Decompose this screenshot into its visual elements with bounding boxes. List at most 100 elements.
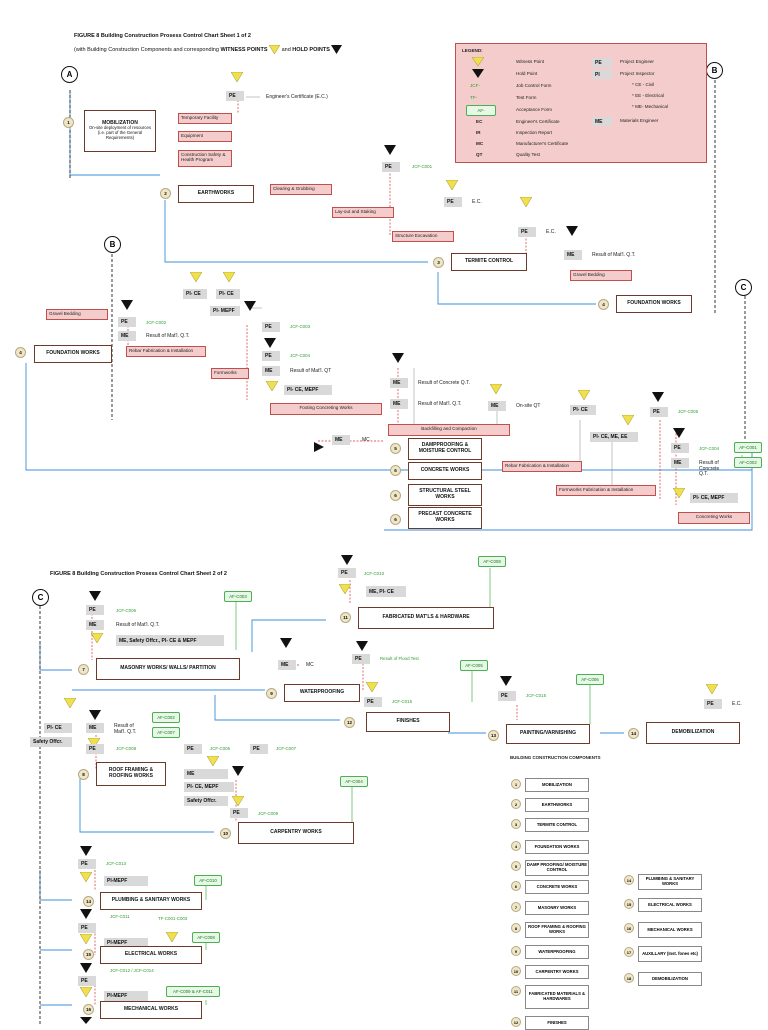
witness-point-icon [80,872,92,882]
pe-electrical: PE [78,923,96,933]
component-number: 3 [511,819,521,829]
me-backfill: ME [390,399,408,409]
hold-point-icon [472,69,484,78]
result-backfill: Result of Mat'l. Q.T. [418,401,462,407]
witness-point-icon [190,272,202,282]
af-c001: AF-C001 [734,442,762,453]
legend-title: LEGEND: [462,48,483,53]
subtitle-wp: WITNESS POINTS [220,46,268,53]
step-6c: 6 [390,514,401,525]
mechanical-box: MECHANICAL WORKS [100,1001,202,1019]
pe-painting: PE [498,691,516,701]
result-roof: Result of Mat'l. Q.T. [114,723,137,735]
legend-ir-abbr: IR [476,130,481,135]
pe-demob: PE [704,699,722,709]
fabricated-box: FABRICATED MAT'LS & HARDWARE [358,607,494,629]
af-c010: AF-C010 [194,875,222,886]
legend-witness: Witness Point [516,59,545,64]
pe-foundation: PE [118,317,136,327]
me-damp: ME [332,435,350,445]
step-14-demob: 14 [628,728,639,739]
carpentry-box: CARPENTRY WORKS [238,822,354,844]
witness-point-icon [207,756,219,766]
ec-note: Engineer's Certificate (E.C.) [266,94,328,100]
component-number: 12 [511,1017,521,1027]
me-onsite: ME [488,401,506,411]
component-item: 7 MASONRY WORKS [511,901,591,915]
result-foundation: Result of Mat'l. Q.T. [146,333,190,339]
structure-excavation: Structure Excavation [392,231,454,242]
hold-point-icon [500,676,512,686]
jcf-c007: JCF-C007 [276,746,297,751]
jcf-c003: JCF-C003 [290,324,311,329]
electrical-box: ELECTRICAL WORKS [100,946,202,964]
af-c006: AF-C006 [576,674,604,685]
ec-termite: E.C. [546,229,556,235]
legend-jcf: Job Control Form [516,83,552,88]
legend-hold: Hold Point [516,71,538,76]
witness-point-icon [706,684,718,694]
witness-point-icon [88,738,100,748]
masonry-box: MASONRY WORKS/ WALLS/ PARTITION [96,658,240,680]
step-6: 6 [390,465,401,476]
pi-ce-me-ee: PI- CE, ME, EE [590,432,638,442]
rebar-fab: Rebar Fabrication & Installation [126,346,206,357]
backfilling: Backfilling and Compaction [388,424,510,436]
foundation-box-right: FOUNDATION WORKS [616,295,692,313]
temporary-facility: Temporary Facility [178,113,232,124]
hold-point-icon [244,301,256,311]
pe-flood: PE [352,654,370,664]
pe-concrete: PE [650,407,668,417]
jcf-c011: JCF-C011 [110,914,130,919]
witness-point-icon [80,987,92,997]
me-roof: ME [86,723,104,733]
concreting-works: Concreting Works [678,512,750,524]
result-concrete-right: Result of Concrete Q.T. [699,460,720,477]
step-11: 11 [340,612,351,623]
legend-af: Acceptance Form [516,107,552,112]
witness-point-icon [91,633,103,643]
me-concrete-qt: ME [390,378,408,388]
jcf-c012: JCF-C012 / JCF-C014 [110,968,154,973]
concrete-box: CONCRETE WORKS [408,462,482,480]
legend-me: Materials Engineer [620,118,659,123]
witness-point-icon [622,415,634,425]
component-label: EARTHWORKS [525,798,589,812]
component-number: 7 [511,902,521,912]
pe-formworks: PE [262,322,280,332]
witness-point-icon [166,932,178,942]
legend-pi-abbr: PI [592,70,612,79]
mobilization-box: MOBILIZATION On-site deployment of resou… [84,110,156,152]
step-4-right: 4 [598,299,609,310]
component-label: MASONRY WORKS [525,901,589,915]
component-number: 11 [511,986,521,996]
marker-b-top: B [706,62,723,79]
pi-ce-mepf: PI- CE, MEPF [284,385,332,395]
tf-c001: TF-C001-C003 [158,916,188,921]
jcf-c004b: JCF-C004 [699,446,720,451]
hold-point-icon [80,909,92,919]
plumbing-box: PLUMBING & SANITARY WORKS [100,892,202,910]
component-number: 5 [511,861,521,871]
witness-point-icon [232,796,244,806]
af-c007: AF-C007 [152,727,180,738]
me-foundation: ME [118,331,136,341]
component-number: 8 [511,923,521,933]
pe-fabricated: PE [338,568,356,578]
component-label: DEMOBILIZATION [638,972,702,986]
mc-waterproofing: MC [306,662,314,668]
waterproofing-box: WATERPROOFING [284,684,360,702]
legend-tf: Test Form [516,95,537,100]
hold-point-icon [121,300,133,310]
marker-b-left: B [104,236,121,253]
step-10: 10 [220,828,231,839]
roof-box: ROOF FRAMING & ROOFING WORKS [96,762,166,786]
legend-tf-symbol: TF- [470,95,478,100]
rebar-fab-right: Rebar Fabrication & Installation [502,461,582,472]
step-8: 8 [78,769,89,780]
component-number: 17 [624,947,634,957]
